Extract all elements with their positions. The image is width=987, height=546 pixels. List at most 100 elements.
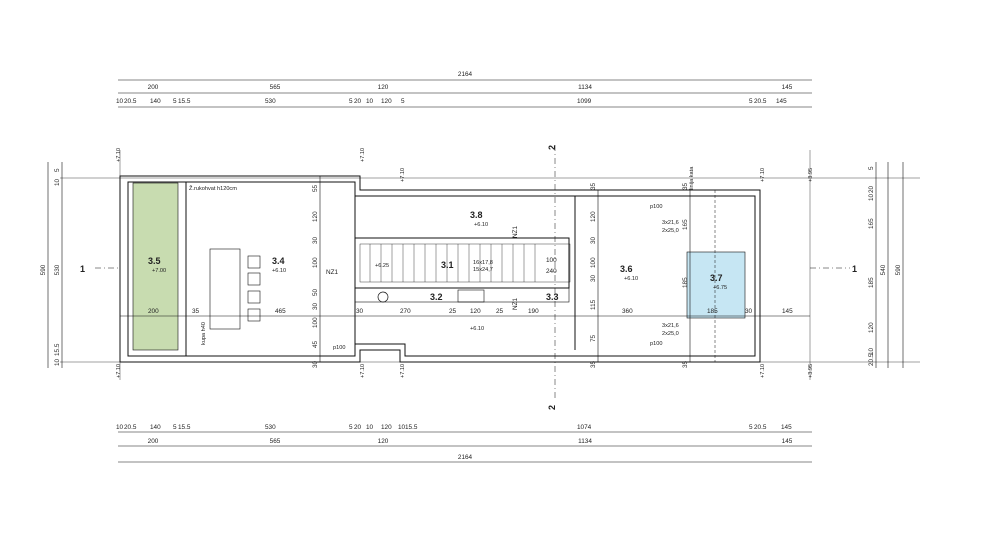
dim-vb-3: 100	[590, 257, 597, 268]
dim-h-12: 145	[782, 308, 793, 315]
dim-h-1: 35	[192, 308, 200, 315]
dim-h-0: 200	[148, 308, 159, 315]
level-corner-d: +7.10	[760, 168, 766, 182]
dim-bot-total: 2164	[458, 454, 473, 461]
dim-top-r1-11: 1099	[577, 98, 592, 105]
dim-bot-r1-11: 15.5	[405, 424, 418, 431]
window-top-2: 2x25,0	[662, 228, 679, 234]
right-dimension-chains: 590 540 5 20 10 165 185 120 10 20.5	[868, 162, 904, 368]
furniture-3-4	[209, 248, 261, 330]
dim-h-7: 25	[496, 308, 504, 315]
dim-bot-r1-5: 530	[265, 424, 276, 431]
level-corner-j: +3.95	[808, 364, 814, 378]
dim-right-s3: 165	[868, 218, 875, 229]
level-corner-b: +7.10	[360, 148, 366, 162]
dim-top-r1-3: 5	[173, 98, 177, 105]
linija-note: linija kata	[689, 166, 695, 190]
room-3-8-level: +6.10	[474, 222, 488, 228]
room-3-4-level: +6.10	[272, 268, 286, 274]
corner-levels: +7.10 +7.10 +7.10 +7.10 +3.95 +7.10 +7.1…	[116, 148, 814, 378]
dim-right-s7: 20.5	[868, 353, 875, 366]
dim-bot-r2-3: 1134	[578, 438, 592, 445]
section-1-right: 1	[852, 264, 857, 274]
dim-top-r1-12: 5	[749, 98, 753, 105]
dim-right-inner: 540	[880, 264, 887, 275]
dim-va-6: 100	[312, 317, 319, 328]
p100-top: p100	[650, 204, 662, 210]
dim-left-bot-b: 10	[54, 358, 61, 366]
pool-blue-area	[686, 251, 746, 319]
inner-horizontal-dims: 200 35 465 30 270 25 120 25 190 360 185 …	[120, 308, 810, 317]
dim-h-10: 185	[707, 308, 718, 315]
dim-h-3: 30	[356, 308, 364, 315]
level-corner-f: +7.10	[116, 364, 122, 378]
nz1-bottom: NZ1	[512, 297, 519, 310]
dim-bot-r2-4: 145	[782, 438, 793, 445]
room-3-4-label: 3.4	[272, 256, 285, 266]
dim-bot-r2-0: 200	[148, 438, 159, 445]
dim-top-total: 2164	[458, 71, 473, 78]
stairwell	[354, 237, 571, 303]
dim-vb-7: 35	[590, 360, 597, 368]
dim-vb-5: 115	[590, 299, 597, 310]
dim-top-r1-14: 145	[776, 98, 787, 105]
nz1-left: NZ1	[326, 269, 339, 276]
dim-va-5: 30	[312, 302, 319, 310]
room-3-2-label: 3.2	[430, 292, 443, 302]
dim-top-r1-1: 20.5	[124, 98, 137, 105]
dim-h-11: 30	[745, 308, 753, 315]
bottom-dimension-chains: 10 20.5 140 5 15.5 530 5 20 10 120 10 15…	[116, 424, 812, 463]
level-corner-i: +7.10	[760, 364, 766, 378]
dim-left-outer: 590	[40, 264, 47, 275]
stair-240: 240	[546, 268, 557, 275]
dim-vb-0: 35	[590, 182, 597, 190]
dim-bot-r1-14: 20.5	[754, 424, 767, 431]
dim-vc-1: 165	[682, 219, 689, 230]
dim-top-r1-4: 15.5	[178, 98, 191, 105]
below-stair-level: +6.10	[470, 326, 484, 332]
dim-h-9: 360	[622, 308, 633, 315]
dim-va-8: 30	[312, 360, 319, 368]
dim-top-r2-1: 565	[270, 84, 281, 91]
dim-right-outer: 590	[895, 264, 902, 275]
stair-spec-1: 16x17,8	[473, 260, 493, 266]
section-markers	[95, 145, 850, 400]
window-bot-2: 2x25,0	[662, 331, 679, 337]
room-3-5-label: 3.5	[148, 256, 161, 266]
dim-bot-r2-2: 120	[378, 438, 389, 445]
level-corner-h: +7.10	[400, 364, 406, 378]
dim-top-r2-3: 1134	[578, 84, 592, 91]
dim-bot-r2-1: 565	[270, 438, 281, 445]
dim-va-3: 100	[312, 257, 319, 268]
annotations: Ž.rukohvat h120cm kupa h40 linija kata N…	[80, 145, 857, 410]
dim-top-r1-9: 120	[381, 98, 392, 105]
level-corner-g: +7.10	[360, 364, 366, 378]
dim-h-4: 270	[400, 308, 411, 315]
p100-bot-left: p100	[333, 345, 345, 351]
section-1-left: 1	[80, 264, 85, 274]
stair-top-level: +6.25	[375, 263, 389, 269]
dim-left-top-a: 5	[54, 168, 61, 172]
stair-spec-2: 15x24,7	[473, 267, 493, 273]
dim-top-r1-6: 5	[349, 98, 353, 105]
dim-va-1: 120	[312, 211, 319, 222]
dim-top-r1-10: 5	[401, 98, 405, 105]
dim-top-r1-2: 140	[150, 98, 161, 105]
dim-top-r1-0: 10	[116, 98, 124, 105]
top-dimension-chains: 2164 200 565 120 1134 145 10 20.5 140 5 …	[116, 71, 812, 108]
p100-bot-right: p100	[650, 341, 662, 347]
room-3-5-level: +7.00	[152, 268, 166, 274]
dim-bot-r1-6: 5	[349, 424, 353, 431]
dim-bot-r1-9: 120	[381, 424, 392, 431]
dim-top-r1-7: 20	[354, 98, 362, 105]
room-labels: 3.5 +7.00 3.4 +6.10 3.8 +6.10 3.1 3.2 3.…	[148, 210, 727, 302]
dim-top-r1-8: 10	[366, 98, 374, 105]
dim-bot-r1-13: 5	[749, 424, 753, 431]
dim-right-s5: 120	[868, 322, 875, 333]
inner-vertical-dims: 55 120 30 100 50 30 100 45 30 35 120 30 …	[312, 176, 691, 368]
dim-va-2: 30	[312, 236, 319, 244]
dim-vb-4: 30	[590, 274, 597, 282]
dim-va-7: 45	[312, 340, 319, 348]
dim-vc-2: 185	[682, 277, 689, 288]
